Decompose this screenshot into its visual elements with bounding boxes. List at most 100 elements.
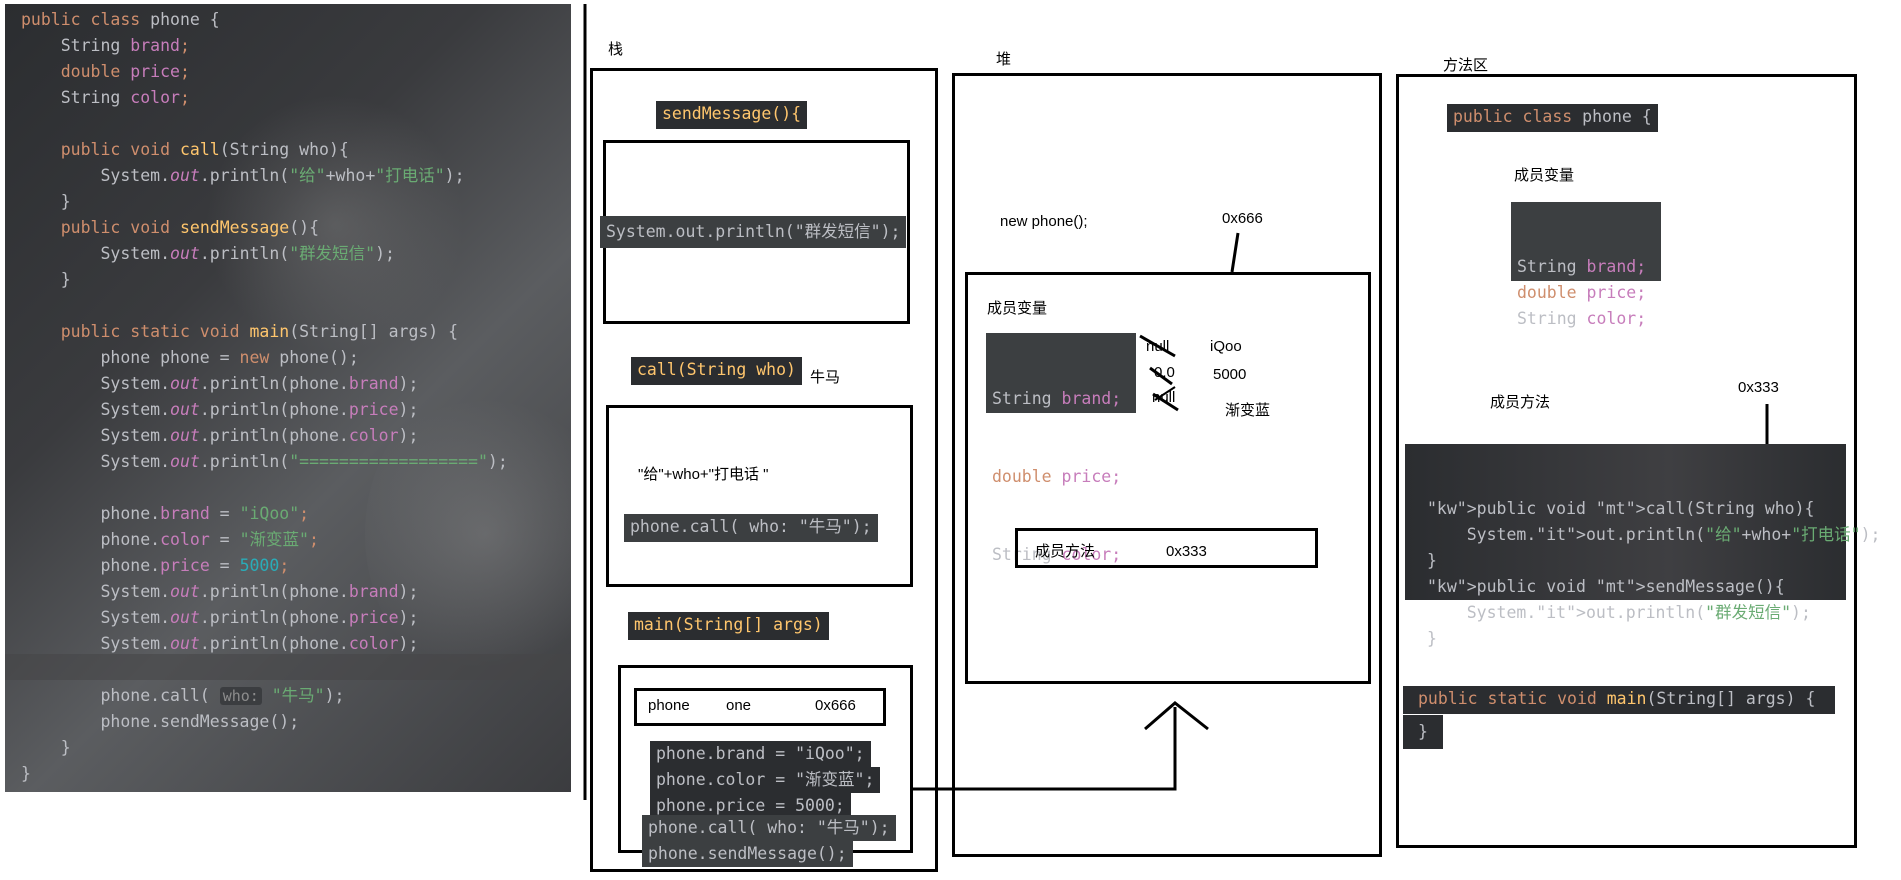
code-token: String	[21, 36, 131, 55]
code-token: "群发短信"	[289, 244, 376, 263]
code-token: phone {	[1582, 107, 1652, 126]
code-token: ;	[308, 530, 319, 549]
class-field: double price;	[1517, 283, 1647, 302]
new-value-brand: iQoo	[1210, 338, 1242, 355]
code-token: ;	[179, 36, 190, 55]
code-token: main	[1606, 689, 1647, 708]
code-token: }	[21, 192, 71, 211]
heap-field-decl: String color;	[992, 545, 1122, 564]
code-token: brand	[130, 36, 180, 55]
code-line: System.out.println(phone.color);	[21, 423, 418, 449]
code-token: ;	[299, 504, 310, 523]
strike-mark	[1149, 366, 1173, 386]
code-token: out	[170, 582, 200, 601]
phone-variable-box	[634, 688, 886, 726]
code-line: System.out.println(phone.color);	[21, 631, 418, 657]
frame-call-header: call(String who)	[631, 357, 802, 385]
code-token: public class	[1453, 107, 1583, 126]
new-expression: new phone();	[1000, 213, 1088, 230]
frame-call-box	[606, 405, 913, 587]
code-line: double price;	[21, 59, 190, 85]
code-token: .println(phone.	[199, 426, 349, 445]
code-token: );	[398, 400, 419, 419]
code-token: phone phone =	[21, 348, 240, 367]
code-line: public void sendMessage(){	[21, 215, 319, 241]
code-line: System.out.println(phone.brand);	[21, 579, 418, 605]
code-editor-panel: public class phone { String brand; doubl…	[5, 4, 571, 792]
class-fields-label: 成员变量	[1514, 167, 1575, 184]
code-token: "渐变蓝"	[239, 530, 309, 549]
code-token: );	[444, 166, 465, 185]
class-fields-code: String brand;double price;String color;	[1511, 202, 1661, 328]
heap-field-decl: String brand;	[992, 389, 1122, 408]
code-token: =	[209, 530, 240, 549]
code-token: color	[130, 88, 180, 107]
class-methods-code: "kw">public void "mt">call(String who){ …	[1405, 444, 1880, 648]
code-token: out	[170, 452, 200, 471]
method-area-title: 方法区	[1443, 57, 1489, 74]
background-glow	[205, 94, 465, 354]
main-method-close: }	[1403, 715, 1443, 749]
heap-methods-box	[1015, 528, 1318, 568]
code-token: who:	[219, 687, 262, 705]
code-token: phone.call(	[21, 686, 220, 705]
code-line: phone.call( who: "牛马");	[21, 683, 345, 709]
code-token: "打电话"	[375, 166, 445, 185]
call-arg-label: 牛马	[810, 369, 841, 386]
code-token: sendMessage	[179, 218, 290, 237]
heap-fields-label: 成员变量	[987, 300, 1048, 317]
code-token: "牛马"	[271, 686, 325, 705]
code-token: );	[398, 634, 419, 653]
old-value-price: 0.0	[1154, 364, 1175, 381]
new-value-price: 5000	[1213, 366, 1247, 383]
code-token: public void	[21, 140, 180, 159]
code-token: public static void	[21, 322, 250, 341]
code-token: System.	[21, 244, 171, 263]
code-token: public static void	[1418, 689, 1607, 708]
heap-address-pointer	[1230, 232, 1240, 273]
code-token: price	[130, 62, 180, 81]
heap-methods-address: 0x333	[1166, 543, 1207, 560]
strike-mark	[1154, 386, 1176, 401]
code-token: }	[21, 270, 71, 289]
code-line: phone phone = new phone();	[21, 345, 358, 371]
code-token: public class	[21, 10, 151, 29]
code-line: System.out.println(phone.price);	[21, 605, 418, 631]
call-expr-label: "给"+who+"打电话 "	[638, 466, 769, 483]
code-token: }	[21, 764, 31, 783]
var-address: 0x666	[815, 697, 856, 714]
code-token: String	[21, 88, 131, 107]
class-method-line: }	[1427, 629, 1437, 648]
background-glow	[365, 384, 571, 684]
class-field: String color;	[1517, 309, 1647, 328]
var-name: one	[726, 697, 752, 714]
new-value-color: 渐变蓝	[1225, 402, 1271, 419]
class-header: public class phone {	[1447, 104, 1658, 132]
code-token: System.	[21, 166, 171, 185]
code-token: public void	[21, 218, 180, 237]
code-token: out	[170, 374, 200, 393]
code-token: (){	[289, 218, 320, 237]
code-token: new	[239, 348, 280, 367]
code-line: System.out.println("给"+who+"打电话");	[21, 163, 465, 189]
code-token: =	[209, 504, 240, 523]
code-token: price	[348, 608, 399, 627]
code-token: main	[249, 322, 290, 341]
code-line: String color;	[21, 85, 190, 111]
stack-title: 栈	[608, 41, 624, 58]
code-token: brand	[160, 504, 210, 523]
code-token: );	[487, 452, 508, 471]
code-token: System.	[21, 374, 171, 393]
code-token: out	[170, 426, 200, 445]
code-token: (String[] args) {	[1646, 689, 1816, 708]
code-token: System.	[21, 426, 171, 445]
frame-call-body: phone.call( who: "牛马");	[624, 514, 878, 542]
code-token: =	[209, 556, 240, 575]
strike-mark	[1152, 392, 1179, 412]
old-value-brand: null	[1146, 338, 1170, 355]
code-line: public void call(String who){	[21, 137, 349, 163]
frame-main-line: phone.sendMessage();	[642, 841, 853, 867]
code-line: System.out.println("群发短信");	[21, 241, 395, 267]
code-line: phone.price = 5000;	[21, 553, 289, 579]
code-token: .println(phone.	[199, 400, 349, 419]
